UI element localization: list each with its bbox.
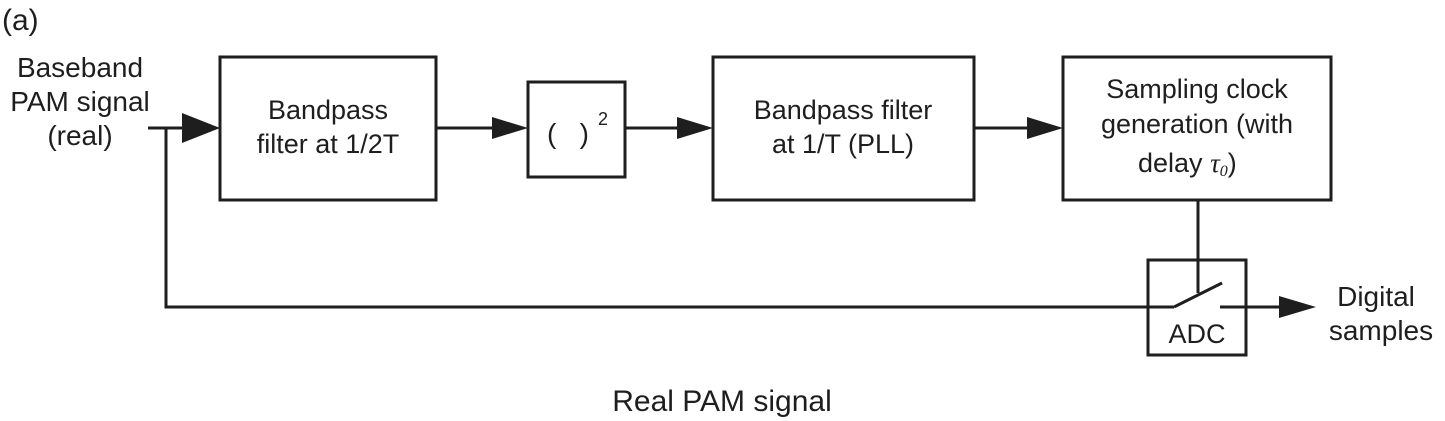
block-squarer: ( ) 2: [526, 80, 627, 179]
adc-label: ADC: [1168, 319, 1225, 349]
block-bandpass-half-line-2: filter at 1/2T: [257, 129, 400, 159]
figure-caption: Real PAM signal: [612, 385, 832, 418]
input-label-line-3: (real): [47, 120, 112, 151]
block-bandpass-half-frame: [218, 55, 438, 202]
block-clock-line-3: delay τ0): [1138, 148, 1237, 180]
arrow-head-pll: [677, 117, 713, 139]
block-bandpass-pll-line-1: Bandpass filter: [754, 95, 933, 125]
block-clock-generation-frame: [1061, 55, 1333, 202]
squarer-parentheses: ( ): [547, 118, 589, 149]
block-bandpass-pll-frame: [711, 55, 976, 202]
block-bandpass-pll: Bandpass filter at 1/T (PLL): [711, 55, 976, 202]
block-bandpass-half-line-1: Bandpass: [268, 95, 388, 125]
adc-switch-blade: [1173, 281, 1223, 309]
block-clock-closing-paren: ): [1228, 148, 1237, 178]
arrow-head-squarer: [492, 117, 528, 139]
block-clock-generation: Sampling clock generation (with delay τ0…: [1061, 55, 1333, 202]
input-label: Baseband PAM signal (real): [10, 52, 150, 151]
output-label: Digital samples: [1329, 281, 1433, 346]
panel-label: (a): [2, 4, 39, 37]
block-bandpass-pll-line-2: at 1/T (PLL): [772, 129, 914, 159]
arrow-head-clock: [1027, 117, 1063, 139]
arrow-head-input: [182, 113, 220, 143]
block-squarer-frame: [526, 80, 627, 179]
wire-bypass-to-adc: [164, 128, 1148, 309]
tau-symbol: τ: [1210, 148, 1221, 178]
block-bandpass-half: Bandpass filter at 1/2T: [218, 55, 438, 202]
input-label-line-1: Baseband: [17, 52, 143, 83]
block-clock-line-2: generation (with: [1101, 109, 1293, 139]
block-clock-line-1: Sampling clock: [1106, 74, 1288, 104]
tau-subscript: 0: [1220, 163, 1228, 180]
output-label-line-2: samples: [1329, 315, 1433, 346]
squarer-exponent: 2: [598, 109, 608, 129]
input-label-line-2: PAM signal: [10, 86, 150, 117]
block-clock-line-3-text: delay: [1138, 148, 1210, 178]
block-adc: ADC: [1146, 258, 1248, 357]
output-label-line-1: Digital: [1337, 281, 1415, 312]
arrow-head-output: [1279, 296, 1316, 318]
